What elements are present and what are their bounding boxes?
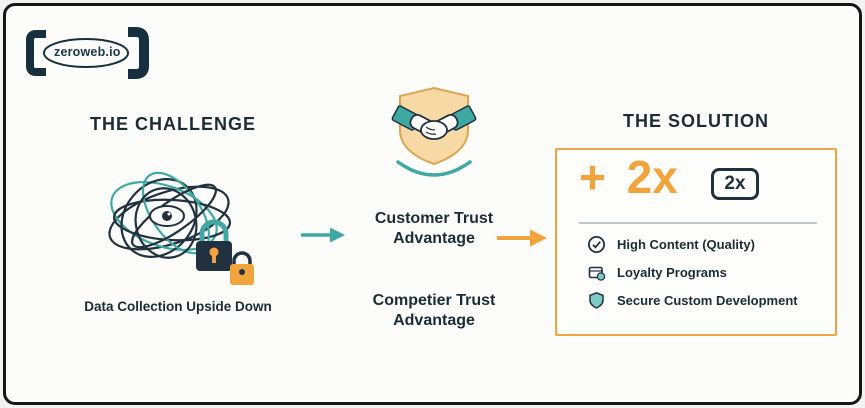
- loyalty-card-icon: [588, 266, 606, 281]
- challenge-title: THE CHALLENGE: [90, 114, 256, 134]
- small-padlock-icon: [230, 251, 254, 285]
- arrow-right-teal-icon: [301, 227, 345, 243]
- list-item: High Content (Quality): [587, 234, 798, 254]
- multiplier-text: + 2x: [579, 151, 678, 203]
- shield-icon: [589, 291, 604, 309]
- solution-item-label: Loyalty Programs: [617, 264, 727, 280]
- data-tangle-illustration: [108, 171, 254, 285]
- challenge-caption: Data Collection Upside Down: [84, 299, 272, 314]
- solution-divider: [579, 222, 817, 224]
- list-item: Secure Custom Development: [587, 290, 798, 310]
- solution-item-label: High Content (Quality): [617, 236, 755, 252]
- customer-trust-label: Customer Trust Advantage: [374, 210, 494, 247]
- solution-item-label: Secure Custom Development: [617, 292, 798, 308]
- logo-text: zeroweb.io: [54, 45, 121, 59]
- solution-list: High Content (Quality) Loyalty Programs …: [587, 234, 798, 310]
- eye-icon: [149, 205, 185, 227]
- handshake-icon: [391, 86, 477, 177]
- competitor-trust-label: Competier Trust Advantage: [372, 292, 496, 329]
- card-frame: zeroweb.io THE CHALLENGE: [3, 3, 862, 405]
- zeroweb-logo: zeroweb.io: [24, 26, 154, 80]
- logo-brackets-icon: [26, 27, 149, 79]
- solution-box: + 2x 2x High Content (Quality): [555, 148, 837, 336]
- check-circle-icon: [588, 235, 605, 253]
- tangle-lines: [108, 171, 232, 259]
- list-item: Loyalty Programs: [587, 262, 798, 282]
- arrow-right-orange-icon: [497, 229, 547, 247]
- solution-title: THE SOLUTION: [623, 111, 769, 131]
- padlock-icon: [196, 219, 232, 271]
- 2x-badge: 2x: [711, 168, 759, 200]
